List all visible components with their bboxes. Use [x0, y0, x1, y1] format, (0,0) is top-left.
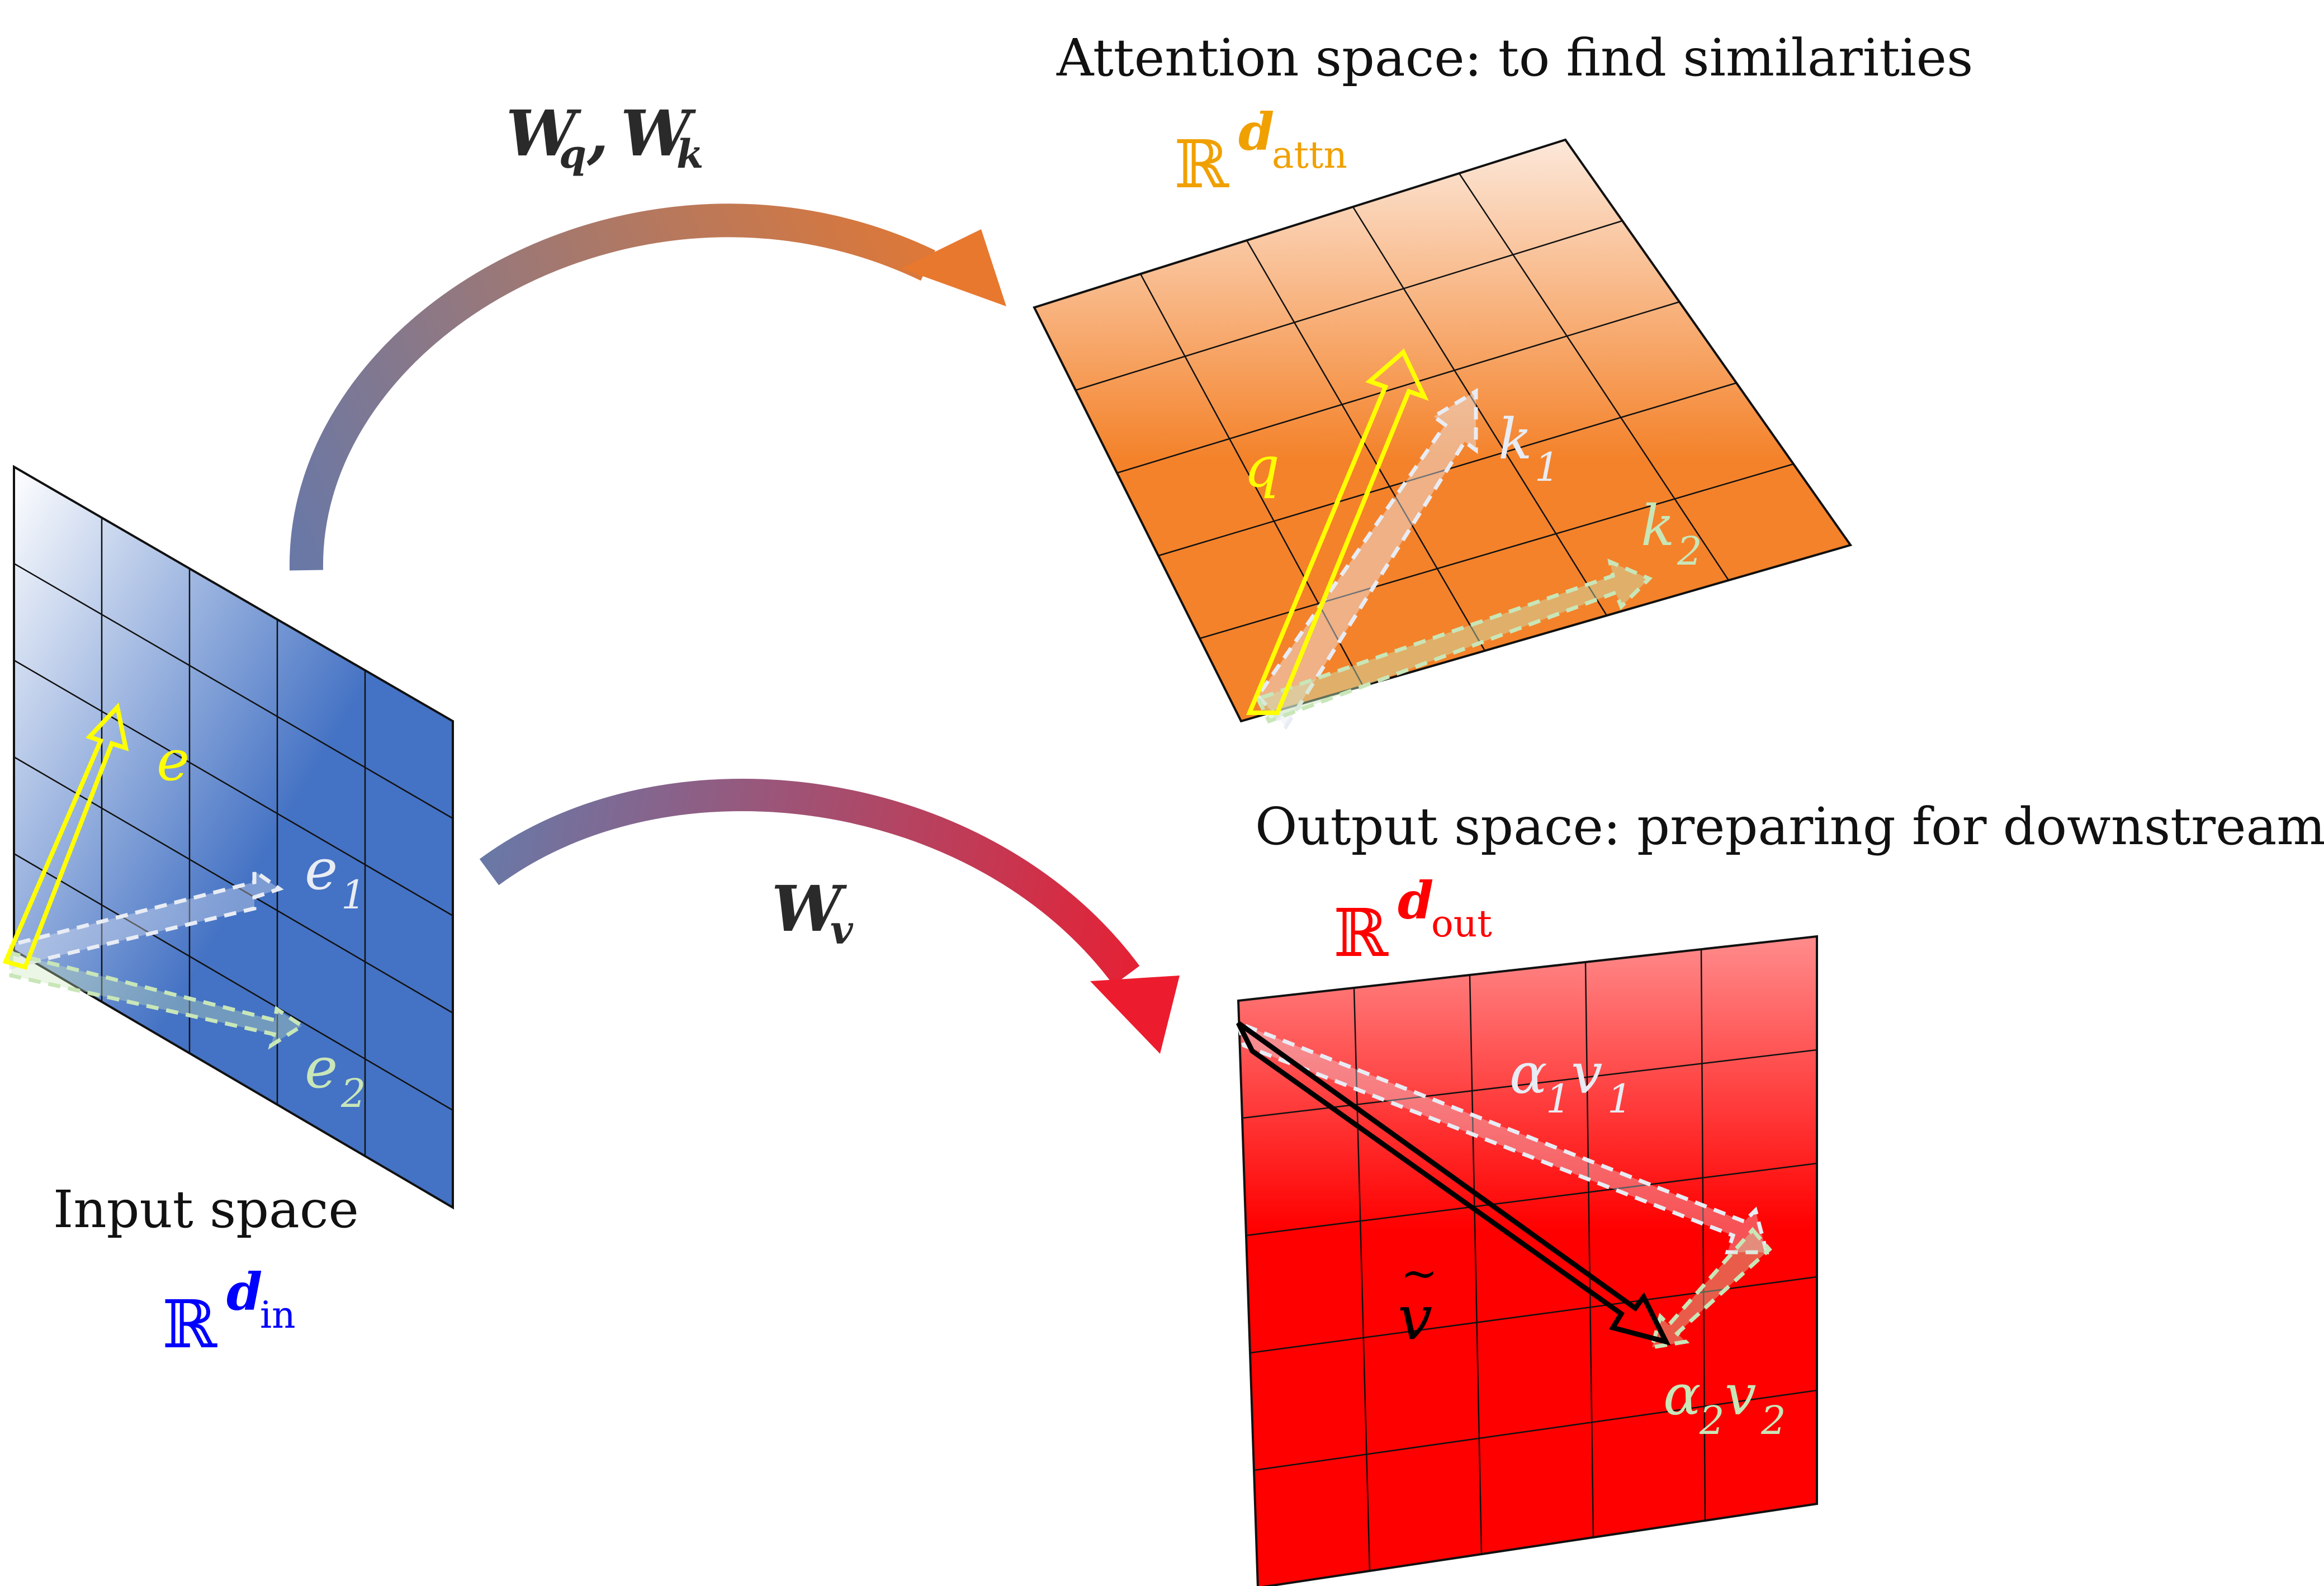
vector-k1-arrow — [1255, 387, 1478, 730]
output-space-label: ℝ d out — [1333, 870, 1492, 972]
input-plane — [13, 465, 454, 1210]
real-symbol: ℝ — [1174, 126, 1229, 203]
grid-line — [1353, 987, 1371, 1571]
vector-vtilde-label: ~ v — [1398, 1247, 1438, 1353]
input-plane-grid — [13, 518, 453, 1156]
vector-a1v1-alpha-sub: 1 — [1546, 1076, 1571, 1122]
input-vectors — [2, 702, 306, 1050]
grid-line — [13, 562, 453, 820]
dim-sub: in — [260, 1294, 296, 1337]
dim-var: d — [226, 1262, 262, 1322]
weight-wv: W — [771, 873, 848, 946]
attention-vectors — [1246, 348, 1653, 730]
vector-vtilde-tilde: ~ — [1400, 1247, 1438, 1299]
weight-wq-sub: q — [559, 131, 586, 177]
grid-line — [1246, 240, 1486, 651]
grid-line — [1253, 1389, 1817, 1471]
vector-k2-base: k — [1641, 493, 1675, 558]
weight-wk: W — [621, 97, 697, 171]
vector-e1-label: e 1 — [305, 837, 366, 918]
vector-e-arrow — [2, 702, 129, 970]
weight-wv-sub: v — [830, 907, 854, 953]
grid-line — [1242, 1049, 1817, 1119]
vector-a1v1-alpha: α — [1509, 1041, 1547, 1106]
vector-e1-sub: 1 — [341, 872, 366, 918]
vector-a1v1-label: α 1 v 1 — [1509, 1041, 1632, 1122]
grid-line — [1469, 974, 1483, 1555]
vector-k2-label: k 2 — [1641, 493, 1702, 574]
weight-wq: W — [506, 97, 582, 171]
vector-a2v2-arrow — [1649, 1227, 1772, 1350]
vector-k1-label: k 1 — [1498, 406, 1560, 490]
output-space-caption: Output space: preparing for downstream — [1255, 797, 2324, 856]
transform-label-qk: W q , W k — [506, 97, 704, 177]
grid-line — [1116, 301, 1680, 474]
dim-var: d — [1398, 870, 1433, 931]
vector-a2v2-alpha-sub: 2 — [1699, 1398, 1725, 1443]
transform-label-v: W v — [771, 873, 854, 953]
vector-a2v2-alpha: α — [1663, 1362, 1701, 1428]
transform-arrow-v — [479, 778, 1180, 1054]
grid-line — [1139, 273, 1364, 687]
weight-wk-sub: k — [676, 131, 704, 177]
output-vectors — [1235, 1020, 1772, 1350]
grid-line — [1352, 206, 1608, 616]
vector-e2-base: e — [305, 1035, 338, 1101]
input-space-caption: Input space — [53, 1180, 359, 1239]
output-plane-grid — [1242, 949, 1817, 1571]
vector-e1-arrow — [9, 867, 284, 970]
vector-a1v1-arrow — [1235, 1020, 1769, 1254]
vector-a2v2-label: α 2 v 2 — [1663, 1362, 1786, 1443]
vector-vtilde-arrow — [1236, 1021, 1671, 1346]
dim-var: d — [1238, 102, 1274, 162]
transform-arrow-qk-head — [901, 229, 1006, 306]
vector-e1-base: e — [305, 837, 338, 902]
real-symbol: ℝ — [162, 1286, 217, 1363]
grid-line — [13, 853, 453, 1111]
transform-arrow-qk-shaft — [289, 203, 935, 571]
grid-line — [13, 659, 453, 917]
vector-q-arrow — [1246, 348, 1429, 715]
vector-k2-sub: 2 — [1677, 528, 1702, 574]
attention-plane-grid — [1075, 173, 1794, 687]
grid-line — [1700, 949, 1706, 1521]
grid-line — [13, 756, 453, 1014]
grid-line — [1075, 220, 1623, 391]
vector-k1-sub: 1 — [1535, 444, 1560, 490]
dim-sub: out — [1431, 902, 1492, 945]
transform-arrow-qk — [289, 203, 1006, 571]
grid-line — [1584, 962, 1594, 1538]
attention-space-label: ℝ d attn — [1174, 102, 1347, 203]
weight-sep: , — [586, 97, 609, 171]
vector-a2v2-v: v — [1725, 1362, 1757, 1428]
real-symbol: ℝ — [1333, 894, 1389, 972]
vector-k1-base: k — [1498, 406, 1532, 472]
grid-line — [1246, 1162, 1817, 1237]
vector-e2-label: e 2 — [305, 1035, 366, 1116]
vector-a2v2-v-sub: 2 — [1760, 1398, 1786, 1443]
dim-sub: attn — [1272, 134, 1347, 177]
vector-a1v1-v-sub: 1 — [1607, 1076, 1632, 1122]
input-plane-surface — [13, 465, 454, 1210]
grid-line — [1199, 463, 1794, 640]
transform-arrow-v-head — [1090, 976, 1180, 1054]
transform-arrow-v-shaft — [479, 778, 1140, 986]
vector-vtilde-v: v — [1398, 1282, 1432, 1353]
vector-a1v1-v: v — [1571, 1041, 1603, 1106]
attention-space-caption: Attention space: to find similarities — [1056, 28, 1973, 88]
vector-e2-arrow — [9, 950, 306, 1050]
grid-line — [1458, 173, 1730, 581]
vector-e-label: e — [157, 728, 190, 793]
vector-k2-arrow — [1255, 558, 1653, 724]
vector-q-label: q — [1244, 434, 1280, 500]
vector-e2-sub: 2 — [340, 1071, 366, 1116]
input-space-label: ℝ d in — [162, 1262, 296, 1363]
